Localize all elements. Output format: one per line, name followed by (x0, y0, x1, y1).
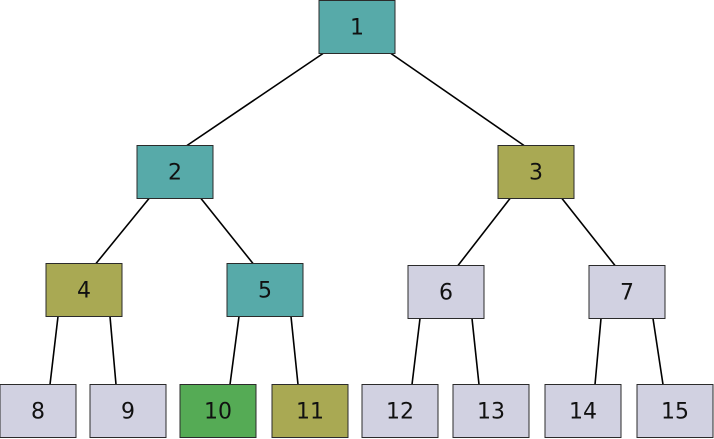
edge-7-14 (594, 318, 602, 385)
tree-node-label-13: 13 (477, 400, 505, 425)
tree-node-label-6: 6 (439, 281, 453, 306)
tree-node-box-14 (544, 384, 622, 438)
tree-node-label-7: 7 (620, 281, 634, 306)
edges-layer (49, 52, 664, 385)
edge-1-3 (390, 52, 525, 147)
tree-node-12: 12 (361, 384, 439, 438)
tree-node-label-14: 14 (569, 400, 597, 425)
tree-node-3: 3 (497, 145, 575, 199)
tree-node-box-11 (271, 384, 349, 438)
edge-3-6 (457, 198, 511, 266)
edge-7-15 (652, 318, 664, 385)
tree-node-4: 4 (45, 263, 123, 317)
tree-node-box-7 (588, 265, 666, 319)
tree-node-box-10 (179, 384, 257, 438)
edge-2-5 (200, 198, 254, 264)
tree-node-box-12 (361, 384, 439, 438)
tree-node-9: 9 (89, 384, 167, 438)
tree-node-box-4 (45, 263, 123, 317)
tree-node-label-10: 10 (204, 400, 232, 425)
tree-node-label-5: 5 (258, 279, 272, 304)
tree-node-label-12: 12 (386, 400, 414, 425)
tree-node-label-3: 3 (529, 161, 543, 186)
tree-node-box-1 (318, 0, 396, 54)
tree-node-1: 1 (318, 0, 396, 54)
tree-node-5: 5 (226, 263, 304, 317)
tree-node-2: 2 (136, 145, 214, 199)
tree-node-box-15 (636, 384, 714, 438)
edge-3-7 (561, 198, 616, 266)
tree-node-label-1: 1 (350, 16, 364, 41)
tree-node-14: 14 (544, 384, 622, 438)
edge-4-8 (49, 316, 59, 385)
tree-node-7: 7 (588, 265, 666, 319)
tree-node-13: 13 (452, 384, 530, 438)
tree-node-6: 6 (407, 265, 485, 319)
tree-node-label-11: 11 (296, 400, 324, 425)
tree-node-label-15: 15 (661, 400, 689, 425)
tree-node-box-2 (136, 145, 214, 199)
tree-node-11: 11 (271, 384, 349, 438)
tree-node-8: 8 (0, 384, 77, 438)
edge-2-4 (95, 197, 150, 265)
edge-4-9 (109, 316, 117, 385)
tree-node-label-8: 8 (31, 400, 45, 425)
edge-6-12 (411, 318, 421, 385)
edge-6-13 (471, 318, 480, 385)
tree-node-label-2: 2 (168, 161, 182, 186)
tree-node-label-4: 4 (77, 279, 91, 304)
tree-node-box-8 (0, 384, 77, 438)
tree-node-box-3 (497, 145, 575, 199)
tree-node-box-5 (226, 263, 304, 317)
tree-node-box-6 (407, 265, 485, 319)
tree-node-box-13 (452, 384, 530, 438)
edge-5-10 (229, 316, 240, 385)
tree-node-10: 10 (179, 384, 257, 438)
tree-node-15: 15 (636, 384, 714, 438)
tree-node-label-9: 9 (121, 400, 135, 425)
edge-1-2 (186, 52, 324, 147)
edge-5-11 (290, 316, 299, 385)
tree-node-box-9 (89, 384, 167, 438)
